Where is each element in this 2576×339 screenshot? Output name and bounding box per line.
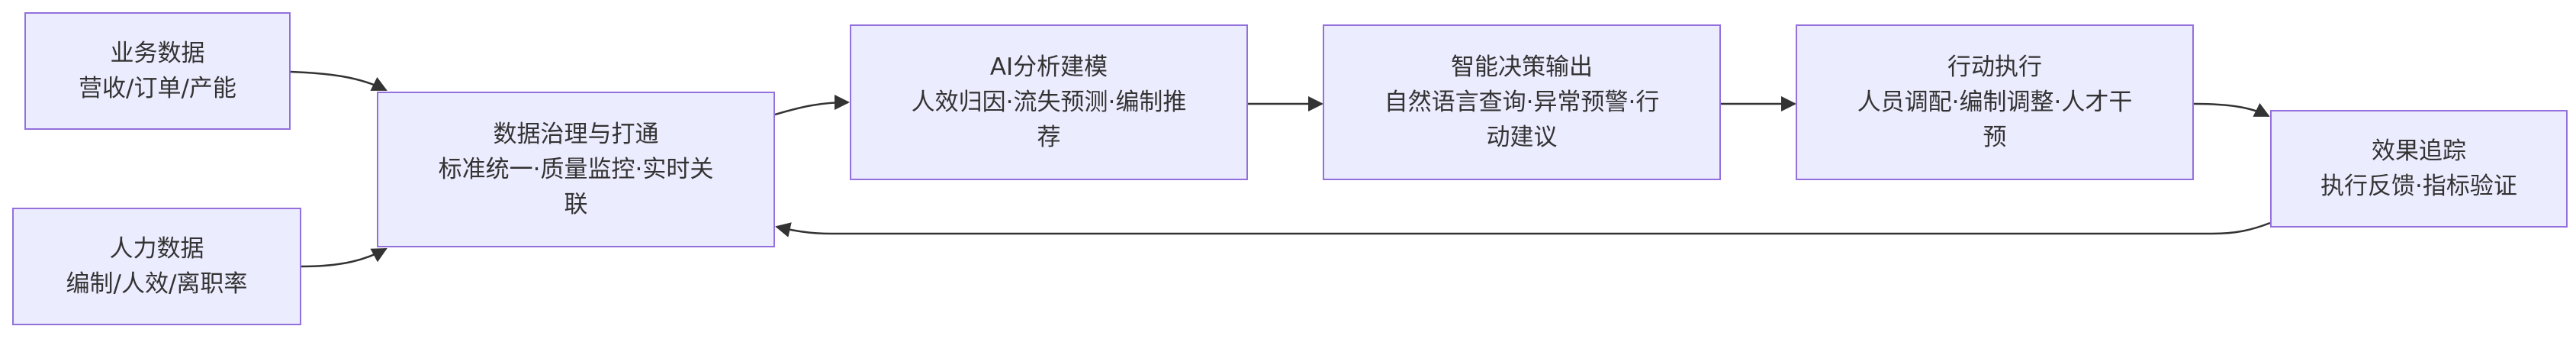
node-business-data-title: 业务数据 (110, 40, 205, 67)
node-data-governance: 数据治理与打通 标准统一·质量监控·实时关 联 (377, 92, 775, 247)
node-data-governance-desc: 标准统一·质量监控·实时关 联 (438, 156, 714, 218)
node-business-data-desc: 营收/订单/产能 (79, 75, 236, 102)
node-smart-decision: 智能决策输出 自然语言查询·异常预警·行 动建议 (1323, 24, 1721, 180)
node-ai-modeling: AI分析建模 人效归因·流失预测·编制推 荐 (850, 24, 1248, 180)
node-hr-data-desc: 编制/人效/离职率 (66, 270, 248, 298)
node-effect-tracking: 效果追踪 执行反馈·指标验证 (2270, 110, 2568, 228)
node-action-execution-desc: 人员调配·编制调整·人才干 预 (1857, 89, 2133, 151)
edge-governance-to-ai (774, 95, 850, 116)
node-ai-modeling-desc: 人效归因·流失预测·编制推 荐 (911, 89, 1187, 151)
node-hr-data-title: 人力数据 (109, 235, 204, 263)
node-action-execution: 行动执行 人员调配·编制调整·人才干 预 (1796, 24, 2194, 180)
node-hr-data: 人力数据 编制/人效/离职率 (12, 208, 301, 325)
node-smart-decision-desc: 自然语言查询·异常预警·行 动建议 (1384, 89, 1660, 151)
node-effect-tracking-title: 效果追踪 (2372, 137, 2466, 165)
node-effect-tracking-desc: 执行反馈·指标验证 (2320, 173, 2517, 200)
edge-business-to-governance (290, 70, 388, 92)
edge-hr-to-governance (301, 247, 388, 268)
edge-action-to-tracking (2193, 102, 2270, 118)
node-ai-modeling-title: AI分析建模 (989, 53, 1108, 81)
node-business-data: 业务数据 营收/订单/产能 (24, 12, 291, 130)
node-smart-decision-title: 智能决策输出 (1451, 53, 1593, 81)
edge-tracking-to-governance (775, 221, 2271, 237)
node-data-governance-title: 数据治理与打通 (493, 121, 659, 148)
node-action-execution-title: 行动执行 (1947, 53, 2042, 81)
